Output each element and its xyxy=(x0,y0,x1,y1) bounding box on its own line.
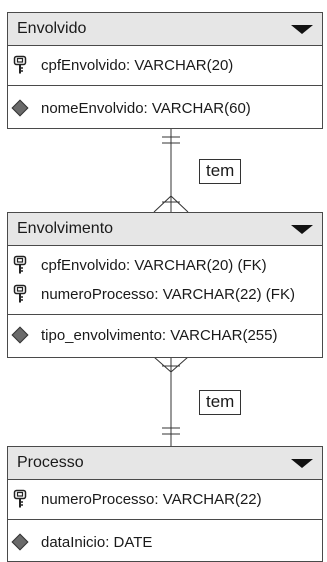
crowfoot-2a xyxy=(153,356,172,373)
entity-header: Envolvido xyxy=(8,13,322,46)
key-field-row[interactable]: cpfEnvolvido: VARCHAR(20) (FK) xyxy=(8,251,322,280)
diamond-icon xyxy=(11,326,29,344)
diamond-icon xyxy=(11,99,29,117)
entity-header: Envolvimento xyxy=(8,213,322,246)
entity-envolvido[interactable]: Envolvido cpfEnvolvido: VARCHAR(20) nome… xyxy=(7,12,323,129)
key-field-row[interactable]: cpfEnvolvido: VARCHAR(20) xyxy=(8,51,322,80)
entity-title: Envolvido xyxy=(17,20,87,37)
attribute-section: dataInicio: DATE xyxy=(8,520,322,562)
key-icon xyxy=(13,255,27,274)
key-icon xyxy=(13,55,27,74)
crowfoot-1b xyxy=(170,195,189,213)
attribute-field-text: nomeEnvolvido: VARCHAR(60) xyxy=(41,100,251,117)
relationship-label-1: tem xyxy=(199,159,242,184)
dropdown-arrow-icon[interactable] xyxy=(291,459,313,468)
key-field-text: numeroProcesso: VARCHAR(22) xyxy=(41,491,262,508)
entity-title: Envolvimento xyxy=(17,220,114,237)
attribute-field-row[interactable]: nomeEnvolvido: VARCHAR(60) xyxy=(8,94,322,123)
attribute-field-text: tipo_envolvimento: VARCHAR(255) xyxy=(41,327,278,344)
key-field-text: cpfEnvolvido: VARCHAR(20) (FK) xyxy=(41,257,267,274)
key-field-text: numeroProcesso: VARCHAR(22) (FK) xyxy=(41,286,295,303)
relationship-label-2: tem xyxy=(199,390,242,415)
attribute-field-row[interactable]: dataInicio: DATE xyxy=(8,528,322,557)
entity-header: Processo xyxy=(8,447,322,480)
entity-processo[interactable]: Processo numeroProcesso: VARCHAR(22) dat… xyxy=(7,446,323,562)
crowfoot-2b xyxy=(170,356,189,373)
dropdown-arrow-icon[interactable] xyxy=(291,25,313,34)
key-icon xyxy=(13,489,27,508)
entity-envolvimento[interactable]: Envolvimento cpfEnvolvido: VARCHAR(20) (… xyxy=(7,212,323,358)
key-icon xyxy=(13,284,27,303)
dropdown-arrow-icon[interactable] xyxy=(291,225,313,234)
attribute-section: tipo_envolvimento: VARCHAR(255) xyxy=(8,315,322,357)
primary-key-section: numeroProcesso: VARCHAR(22) xyxy=(8,480,322,520)
crowfoot-1a xyxy=(153,195,172,213)
diamond-icon xyxy=(11,533,29,551)
key-field-row[interactable]: numeroProcesso: VARCHAR(22) xyxy=(8,485,322,514)
attribute-field-row[interactable]: tipo_envolvimento: VARCHAR(255) xyxy=(8,321,322,350)
key-field-text: cpfEnvolvido: VARCHAR(20) xyxy=(41,57,234,74)
attribute-field-text: dataInicio: DATE xyxy=(41,534,153,551)
primary-key-section: cpfEnvolvido: VARCHAR(20) xyxy=(8,46,322,86)
key-field-row[interactable]: numeroProcesso: VARCHAR(22) (FK) xyxy=(8,280,322,309)
attribute-section: nomeEnvolvido: VARCHAR(60) xyxy=(8,86,322,128)
primary-key-section: cpfEnvolvido: VARCHAR(20) (FK) numeroPro… xyxy=(8,246,322,315)
entity-title: Processo xyxy=(17,454,84,471)
